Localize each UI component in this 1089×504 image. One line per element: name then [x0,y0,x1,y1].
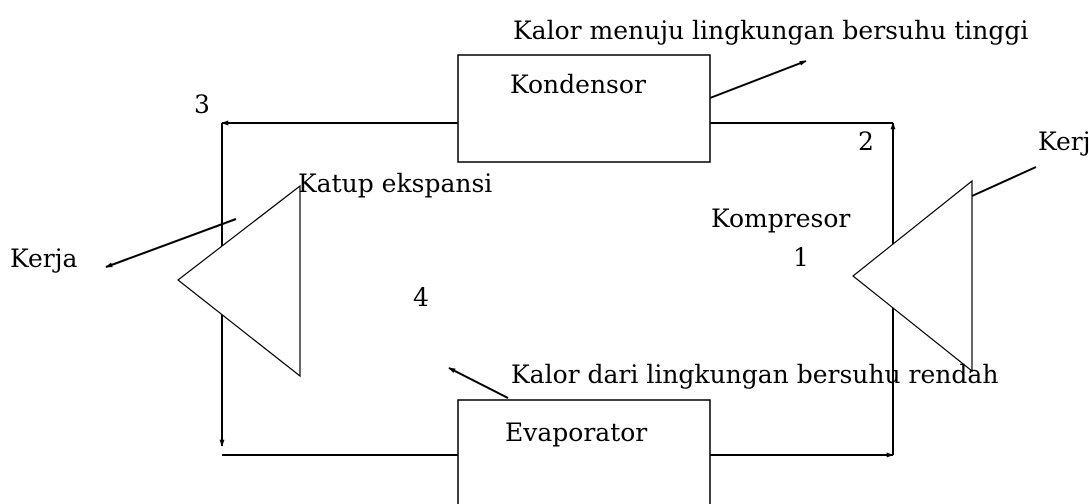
point-1-label: 1 [793,243,809,272]
work-out-arrow [105,218,237,268]
expansion-valve-triangle [177,184,301,378]
evaporator-label: Evaporator [505,418,647,447]
condenser-box [457,54,711,163]
point-4-label: 4 [413,283,429,312]
heat-in-label: Kalor dari lingkungan bersuhu rendah [511,360,998,389]
point-2-label: 2 [858,127,874,156]
valve-label: Katup ekspansi [298,169,492,198]
condenser-label: Kondensor [510,70,646,99]
work-left-label: Kerja [10,244,78,273]
work-in-line [971,166,1037,197]
compressor-label: Kompresor [711,204,850,233]
heat-in-arrow [448,367,509,399]
evaporator-box [457,399,711,504]
compressor-triangle [852,179,973,373]
work-right-label: Kerja [1038,127,1089,156]
point-3-label: 3 [194,90,210,119]
heat-out-label: Kalor menuju lingkungan bersuhu tinggi [513,16,1028,45]
heat-out-arrow [709,60,807,99]
